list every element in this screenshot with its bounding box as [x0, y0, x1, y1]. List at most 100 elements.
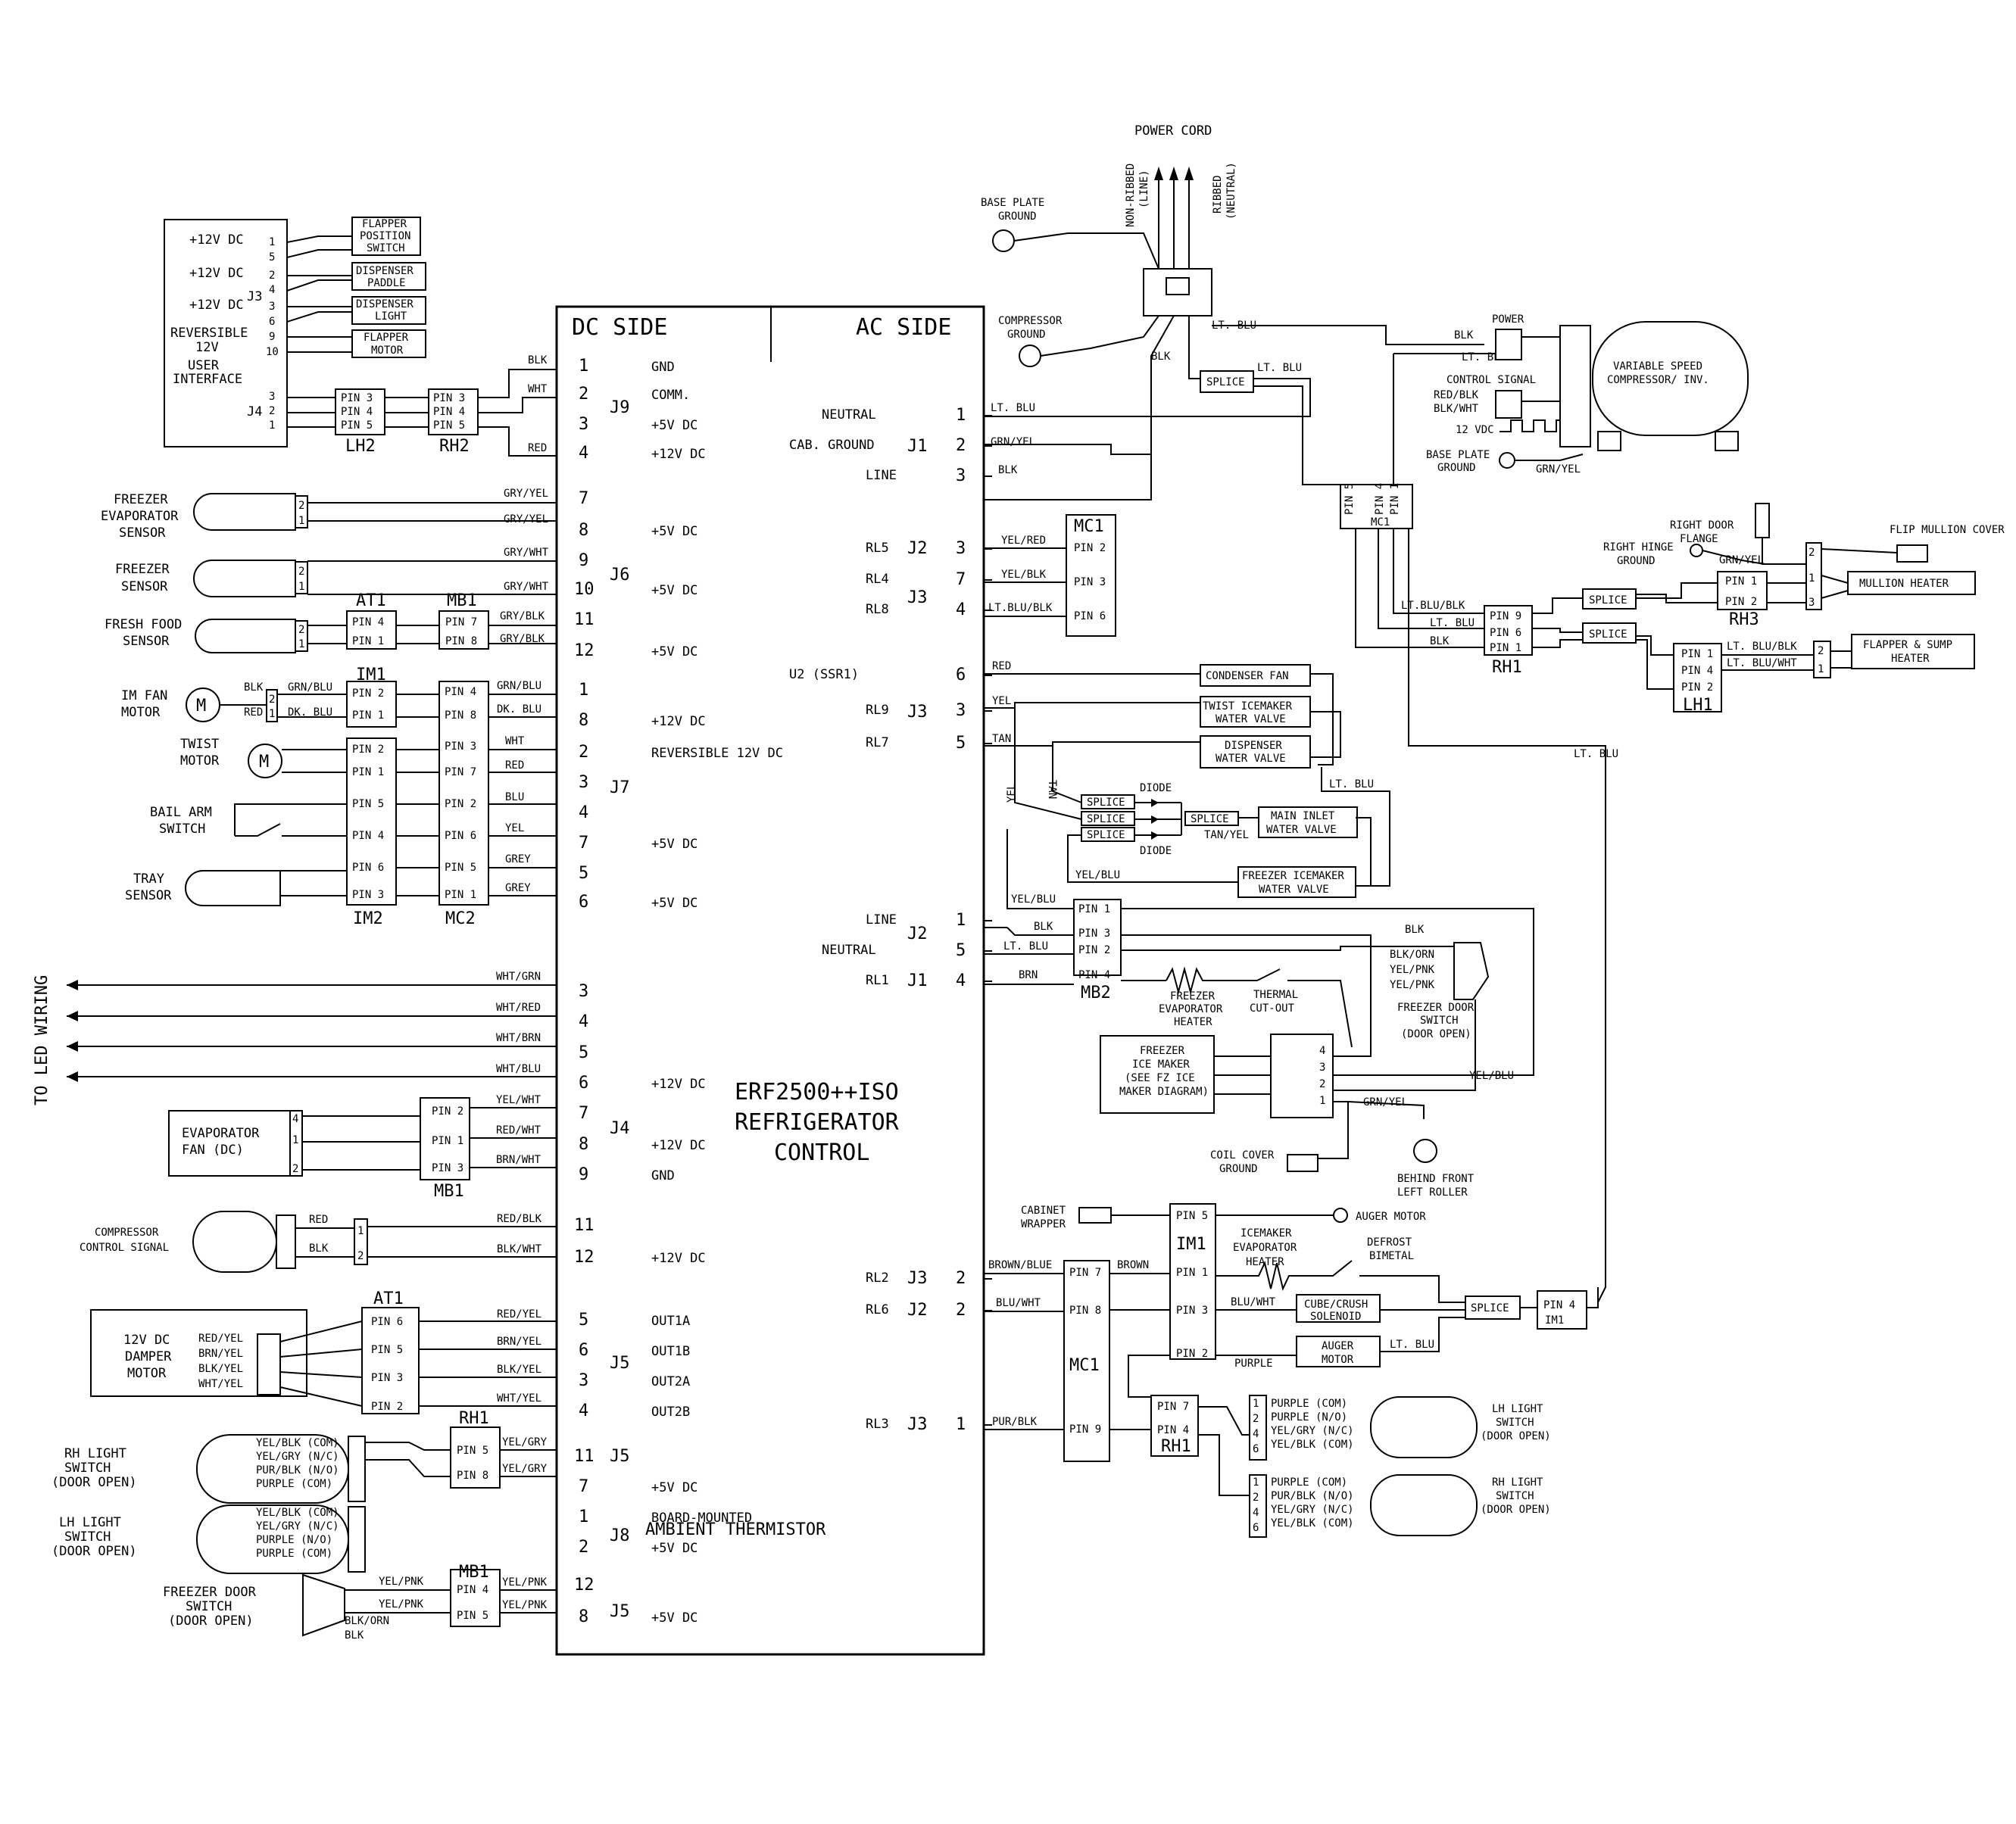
svg-text:FREEZER DOOR: FREEZER DOOR	[163, 1585, 257, 1600]
svg-text:PIN 1: PIN 1	[432, 1135, 463, 1147]
control-board	[555, 305, 985, 1656]
led-wiring: TO LED WIRING WHT/GRN WHT/RED WHT/BRN WH…	[33, 971, 557, 1105]
svg-text:COMPRESSOR/ INV.: COMPRESSOR/ INV.	[1607, 374, 1709, 386]
ac-pin-number: 5	[956, 941, 966, 960]
dc-pin-number: 11	[574, 1447, 595, 1466]
svg-text:COIL COVER: COIL COVER	[1210, 1149, 1275, 1161]
svg-text:YEL/BLU: YEL/BLU	[1075, 869, 1120, 881]
svg-text:SPLICE: SPLICE	[1589, 594, 1627, 606]
svg-text:PIN 4: PIN 4	[352, 830, 384, 842]
ac-pin-number: 3	[956, 466, 966, 485]
svg-text:PIN 4: PIN 4	[1543, 1299, 1575, 1311]
svg-text:3: 3	[269, 301, 275, 313]
svg-text:LT. BLU: LT. BLU	[1329, 778, 1374, 790]
evaporator-fan-dc: EVAPORATOR FAN (DC) 412 PIN 2 PIN 1 PIN …	[168, 1094, 557, 1201]
svg-text:YEL/GRY (N/C): YEL/GRY (N/C)	[256, 1520, 339, 1532]
dc-connector-id: J7	[610, 778, 630, 797]
svg-text:1: 1	[269, 236, 275, 248]
svg-text:IM1: IM1	[1176, 1235, 1206, 1254]
svg-text:SPLICE: SPLICE	[1087, 829, 1125, 841]
user-interface-block: +12V DC +12V DC +12V DC REVERSIBLE 12V U…	[164, 217, 557, 457]
ac-pin-number: 7	[956, 570, 966, 589]
svg-text:FREEZER: FREEZER	[114, 492, 168, 507]
dc-pin-function: +5V DC	[651, 418, 697, 433]
svg-text:PIN 2: PIN 2	[352, 688, 384, 700]
svg-text:SWITCH: SWITCH	[64, 1461, 111, 1476]
dc-pin-number: 7	[579, 1104, 588, 1123]
svg-text:COMPRESSOR: COMPRESSOR	[998, 315, 1063, 327]
svg-text:PIN 3: PIN 3	[1074, 576, 1106, 588]
svg-text:PIN 5: PIN 5	[1343, 483, 1356, 515]
svg-text:PIN 5: PIN 5	[1176, 1210, 1208, 1222]
svg-text:PIN 3: PIN 3	[1176, 1305, 1208, 1317]
svg-text:1: 1	[1253, 1398, 1259, 1410]
svg-text:LT. BLU: LT. BLU	[1430, 617, 1475, 629]
svg-text:1: 1	[1818, 663, 1824, 675]
dc-pin-number: 5	[579, 864, 588, 883]
svg-text:WHT/BRN: WHT/BRN	[496, 1032, 541, 1044]
dc-pin-number: 4	[579, 1402, 588, 1420]
ac-relay-label: RL6	[866, 1302, 889, 1317]
svg-text:SENSOR: SENSOR	[123, 634, 170, 649]
svg-text:BLK: BLK	[1430, 635, 1450, 647]
svg-text:PIN 5: PIN 5	[457, 1610, 488, 1622]
svg-text:TAN: TAN	[992, 733, 1011, 745]
svg-text:RH3: RH3	[1729, 610, 1759, 629]
svg-text:PIN 4: PIN 4	[1374, 483, 1386, 515]
svg-text:6: 6	[1253, 1522, 1259, 1534]
svg-text:MC1: MC1	[1074, 517, 1104, 536]
svg-text:BLK/WHT: BLK/WHT	[497, 1243, 542, 1255]
dc-pin-number: 2	[579, 1538, 588, 1557]
svg-text:AUGER MOTOR: AUGER MOTOR	[1356, 1211, 1426, 1223]
svg-text:1: 1	[298, 638, 304, 650]
svg-text:PIN 1: PIN 1	[1490, 642, 1521, 654]
svg-text:PIN 1: PIN 1	[1681, 648, 1713, 660]
dc-connector-id: J5	[610, 1602, 630, 1621]
svg-text:BLK/YEL: BLK/YEL	[497, 1364, 541, 1376]
svg-text:LH LIGHT: LH LIGHT	[59, 1515, 121, 1530]
bail-arm-switch: BAIL ARM SWITCH	[150, 803, 347, 837]
svg-text:WATER VALVE: WATER VALVE	[1216, 713, 1286, 725]
svg-text:CUBE/CRUSH: CUBE/CRUSH	[1304, 1299, 1368, 1311]
svg-text:PIN 2: PIN 2	[352, 744, 384, 756]
svg-text:MB1: MB1	[459, 1563, 489, 1582]
svg-text:2: 2	[269, 270, 275, 282]
svg-text:GRN/BLU: GRN/BLU	[288, 681, 332, 694]
svg-text:RED: RED	[505, 759, 524, 772]
im-fan-motor: M 21 BLK RED GRN/BLU DK. BLU IM FAN MOTO…	[121, 681, 347, 722]
dc-pin-function: +5V DC	[651, 1610, 697, 1626]
ac-relay-label: RL1	[866, 973, 889, 988]
svg-text:YEL/PNK: YEL/PNK	[379, 1598, 424, 1610]
svg-text:2: 2	[269, 405, 275, 417]
svg-text:(NEUTRAL): (NEUTRAL)	[1225, 162, 1237, 220]
svg-text:NON-RIBBED: NON-RIBBED	[1125, 164, 1137, 227]
ac-loads: CONDENSER FAN TWIST ICEMAKER WATER VALVE…	[985, 660, 1390, 909]
svg-text:DK. BLU: DK. BLU	[497, 703, 541, 716]
svg-text:YEL/PNK: YEL/PNK	[1390, 964, 1435, 976]
svg-text:BROWN/BLUE: BROWN/BLUE	[988, 1259, 1052, 1271]
svg-text:PIN 4: PIN 4	[341, 406, 373, 418]
svg-text:CONTROL SIGNAL: CONTROL SIGNAL	[1446, 374, 1536, 386]
dc-pin-number: 9	[579, 1165, 588, 1184]
svg-text:BLU/WHT: BLU/WHT	[1231, 1296, 1276, 1308]
svg-text:SENSOR: SENSOR	[125, 888, 172, 903]
svg-text:YEL/GRY (N/C): YEL/GRY (N/C)	[1271, 1504, 1354, 1516]
svg-text:MAKER DIAGRAM): MAKER DIAGRAM)	[1119, 1086, 1209, 1098]
svg-text:BLK/ORN: BLK/ORN	[1390, 949, 1434, 961]
svg-text:EVAPORATOR: EVAPORATOR	[1159, 1003, 1223, 1015]
svg-text:YEL/BLK: YEL/BLK	[1001, 569, 1047, 581]
svg-text:YEL/BLK (COM): YEL/BLK (COM)	[256, 1507, 339, 1519]
svg-text:YEL/GRY: YEL/GRY	[502, 1436, 548, 1448]
ac-connector-id: J3	[907, 1269, 928, 1288]
mb2-freezer-block: PIN 1 PIN 3 PIN 2 PIN 4 MB2 BLK LT. BLU …	[985, 899, 1534, 1199]
svg-text:J3: J3	[247, 289, 262, 304]
svg-text:LT.BLU/BLK: LT.BLU/BLK	[988, 602, 1053, 614]
svg-text:1: 1	[269, 708, 275, 720]
dc-pin-number: 10	[574, 580, 595, 599]
svg-text:PIN 1: PIN 1	[1725, 575, 1757, 588]
svg-text:SPLICE: SPLICE	[1087, 797, 1125, 809]
svg-text:FLAPPER: FLAPPER	[362, 218, 407, 230]
svg-text:GROUND: GROUND	[1617, 555, 1656, 567]
svg-text:PURPLE (N/O): PURPLE (N/O)	[1271, 1411, 1347, 1423]
svg-text:IM1: IM1	[356, 666, 386, 684]
